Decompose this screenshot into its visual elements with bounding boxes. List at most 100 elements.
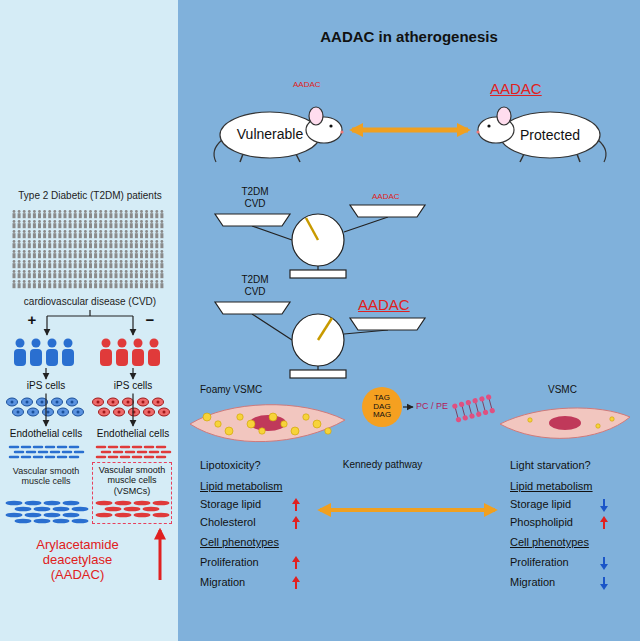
drawing-part: [64, 263, 67, 268]
drawing-part: [28, 223, 31, 228]
drawing-part: [84, 240, 87, 243]
drawing-part: [32, 411, 35, 414]
drawing-part: [281, 421, 287, 427]
label: Storage lipid: [510, 498, 600, 511]
drawing-part: [11, 401, 14, 404]
drawing-part: [603, 557, 605, 565]
drawing-part: [109, 263, 112, 268]
drawing-part: [53, 240, 56, 243]
drawing-part: [46, 349, 58, 366]
drawing-part: [97, 446, 105, 449]
drawing-part: [23, 263, 26, 268]
drawing-part: [84, 253, 87, 258]
drawing-part: [53, 253, 56, 258]
drawing-part: [140, 270, 143, 273]
drawing-part: [140, 230, 143, 233]
drawing-part: [140, 283, 143, 288]
drawing-part: [79, 240, 82, 243]
drawing-part: [53, 263, 56, 268]
drawing-part: [99, 273, 102, 278]
drawing-part: [58, 283, 61, 288]
drawing-part: [79, 283, 82, 288]
drawing-part: [99, 263, 102, 268]
drawing-part: [89, 283, 92, 288]
drawing-part: [603, 521, 605, 529]
cell-drawings: [6, 398, 171, 523]
drawing-part: [103, 411, 106, 414]
drawing-part: [115, 263, 118, 268]
drawing-part: [48, 210, 51, 213]
drawing-part: [120, 250, 123, 253]
drawing-part: [145, 446, 153, 449]
drawing-part: [22, 398, 33, 406]
drawing-part: [43, 243, 46, 248]
drawing-part: [18, 223, 21, 228]
drawing-part: [28, 273, 31, 278]
drawing-part: [13, 213, 16, 218]
drawing-part: [115, 253, 118, 258]
drawing-part: [140, 223, 143, 228]
drawing-part: [33, 280, 36, 283]
drawing-part: [38, 260, 41, 263]
drawing-part: [33, 283, 36, 288]
drawing-part: [79, 280, 82, 283]
drawing-part: [160, 223, 163, 228]
drawing-part: [79, 210, 82, 213]
drawing-part: [130, 243, 133, 248]
drawing-part: [25, 513, 42, 518]
drawing-part: [84, 260, 87, 263]
drawing-part: [43, 408, 54, 416]
drawing-part: [58, 233, 61, 238]
drawing-part: [33, 220, 36, 223]
foamy-vsmc-cell: [190, 405, 345, 442]
drawing-part: [53, 273, 56, 278]
vsmc-cell: [500, 408, 630, 438]
drawing-part: [135, 210, 138, 213]
drawing-part: [135, 250, 138, 253]
drawing-part: [153, 513, 170, 518]
drawing-part: [58, 243, 61, 248]
drawing-part: [472, 398, 478, 404]
drawing-part: [475, 402, 478, 414]
drawing-part: [110, 210, 113, 213]
drawing-part: [18, 250, 21, 253]
drawing-part: [64, 253, 67, 258]
drawing-part: [115, 501, 132, 506]
drawing-part: [306, 218, 318, 240]
drawing-part: [140, 250, 143, 253]
drawing-part: [18, 243, 21, 248]
drawing-part: [155, 230, 158, 233]
drawing-part: [150, 280, 153, 283]
drawing-part: [84, 223, 87, 228]
label: VSMC: [548, 384, 608, 396]
drawing-part: [145, 260, 148, 263]
drawing-part: [125, 250, 128, 253]
drawing-part: [28, 263, 31, 268]
drawing-part: [84, 210, 87, 213]
drawing-part: [150, 283, 153, 288]
drawing-part: [59, 250, 62, 253]
drawing-part: [317, 266, 318, 270]
balance-scale: [215, 302, 425, 378]
drawing-part: [97, 456, 105, 459]
drawing-part: [153, 501, 170, 506]
drawing-part: [124, 507, 141, 512]
drawing-part: [145, 220, 148, 223]
drawing-part: [150, 233, 153, 238]
drawing-part: [48, 230, 51, 233]
drawing-part: [145, 273, 148, 278]
drawing-part: [38, 243, 41, 248]
drawing-part: [13, 210, 16, 213]
drawing-part: [38, 250, 41, 253]
drawing-part: [48, 220, 51, 223]
drawing-part: [104, 263, 107, 268]
drawing-part: [23, 223, 26, 228]
drawing-part: [30, 349, 42, 366]
drawing-part: [79, 273, 82, 278]
drawing-part: [295, 561, 297, 569]
drawing-part: [13, 223, 16, 228]
drawing-part: [135, 220, 138, 223]
drawing-part: [27, 451, 35, 454]
drawing-part: [52, 398, 63, 406]
step-label: Endothelial cells: [5, 428, 87, 440]
